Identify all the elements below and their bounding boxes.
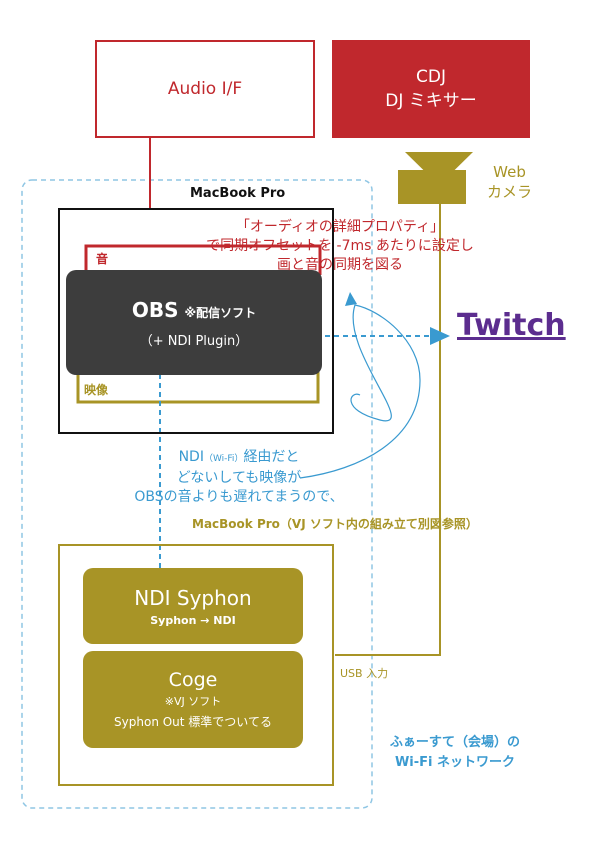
- wifi-label-line1: ふぁーすて（会場）の: [389, 735, 521, 750]
- webcam-icon-top: [405, 152, 473, 172]
- cdj-mixer-box: CDJ DJ ミキサー: [332, 40, 530, 138]
- wifi-network-frame: [21, 179, 373, 809]
- twitch-link[interactable]: Twitch: [457, 308, 566, 343]
- vj-macbook-title: MacBook Pro（VJ ソフト内の組み立て別図参照）: [192, 517, 478, 531]
- obs-plugin: （+ NDI Plugin）: [139, 334, 249, 349]
- dj-mixer-label: DJ ミキサー: [385, 91, 477, 111]
- annotation-arrowhead: [345, 292, 357, 306]
- ndi-note-wifi: （Wi-Fi）: [203, 454, 244, 464]
- sync-note-line2: で同期オフセットを -7ms あたりに設定し: [206, 238, 474, 254]
- obs-title-row: OBS ※配信ソフト: [132, 298, 256, 322]
- annotation-curve: [299, 304, 421, 479]
- sync-note-line1: 「オーディオの詳細プロパティ」: [235, 219, 445, 235]
- coge-box: Coge ※VJ ソフト Syphon Out 標準でついてる: [83, 651, 303, 748]
- obs-box: OBS ※配信ソフト （+ NDI Plugin）: [66, 270, 322, 375]
- ndi-note-ndi: NDI: [178, 449, 204, 465]
- wifi-network-label: ふぁーすて（会場）の Wi-Fi ネットワーク: [360, 733, 550, 773]
- ndi-delay-note: NDI（Wi-Fi）経由だと どないしても映像が OBSの音よりも遅れてまうので…: [108, 448, 370, 507]
- webcam-label-line2: カメラ: [487, 183, 533, 201]
- video-bracket: [76, 350, 320, 404]
- macbook-title: MacBook Pro: [190, 186, 286, 201]
- ndi-syphon-sub: Syphon → NDI: [150, 613, 236, 627]
- obs-title: OBS: [131, 298, 179, 322]
- video-label: 映像: [84, 383, 109, 397]
- ndi-note-line3: OBSの音よりも遅れてまうので、: [134, 489, 344, 505]
- ndi-note-line1: NDI（Wi-Fi）経由だと: [108, 448, 370, 469]
- vj-macbook-frame: [58, 544, 334, 786]
- ndi-syphon-box: NDI Syphon Syphon → NDI: [83, 568, 303, 644]
- macbook-frame: [58, 208, 334, 434]
- obs-note: ※配信ソフト: [184, 306, 257, 320]
- coge-sub2: Syphon Out 標準でついてる: [114, 715, 272, 729]
- sound-label: 音: [96, 252, 109, 266]
- ndi-syphon-title: NDI Syphon: [134, 585, 252, 610]
- sync-offset-note: 「オーディオの詳細プロパティ」 で同期オフセットを -7ms あたりに設定し 画…: [150, 218, 530, 275]
- ndi-note-via: 経由だと: [243, 449, 300, 465]
- stream-arrowhead: [430, 327, 450, 345]
- ndi-note-line2: どないしても映像が: [176, 470, 302, 486]
- sync-note-line3: 画と音の同期を図る: [277, 257, 403, 273]
- audio-interface-box: Audio I/F: [95, 40, 315, 138]
- audio-bracket: [84, 244, 322, 275]
- webcam-label-line1: Web: [493, 163, 526, 181]
- coge-title: Coge: [168, 669, 218, 691]
- usb-cable: [335, 204, 441, 656]
- wifi-label-line2: Wi-Fi ネットワーク: [394, 755, 516, 770]
- coge-sub1: ※VJ ソフト: [164, 695, 222, 708]
- webcam-icon: [398, 170, 466, 204]
- webcam-label: Web カメラ: [487, 162, 532, 202]
- usb-label: USB 入力: [340, 667, 389, 680]
- audio-interface-label: Audio I/F: [167, 79, 243, 99]
- cdj-label: CDJ: [416, 67, 446, 87]
